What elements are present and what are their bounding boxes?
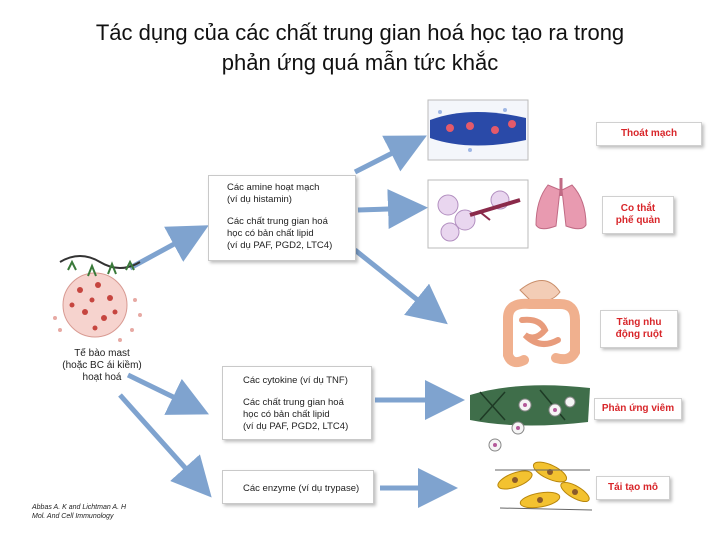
effect-bronchial-line-1: Co thắt bbox=[603, 203, 673, 215]
effect-remodeling-line-1: Tái tạo mô bbox=[597, 482, 669, 494]
citation-line-2: Mol. And Cell Immunology bbox=[32, 512, 126, 521]
intestine-illustration bbox=[508, 280, 575, 362]
effect-vascular-line-1: Thoát mạch bbox=[597, 128, 701, 140]
mediator-box-top: Các amine hoạt mạch (ví dụ histamin) Các… bbox=[208, 175, 356, 261]
effect-label-vascular: Thoát mạch bbox=[596, 122, 702, 146]
mediator-box-bottom-line-1: Các enzyme (ví dụ trypase) bbox=[243, 483, 373, 495]
mediator-box-bottom: Các enzyme (ví dụ trypase) bbox=[222, 470, 374, 504]
mediator-box-middle-line-1: Các cytokine (ví dụ TNF) bbox=[243, 375, 371, 387]
arrow-cell-to-top-box bbox=[130, 230, 200, 268]
mediator-box-top-line-3: Các chất trung gian hoá bbox=[227, 216, 355, 228]
mast-cell-label: Tế bào mast (hoặc BC ái kiềm) hoạt hoá bbox=[46, 348, 158, 384]
effect-intestinal-line-1: Tăng nhu bbox=[601, 317, 677, 329]
mast-cell-label-line-2: (hoặc BC ái kiềm) bbox=[46, 360, 158, 372]
citation-line-1: Abbas A. K and Lichtman A. H bbox=[32, 503, 126, 512]
effect-intestinal-line-2: động ruột bbox=[601, 329, 677, 341]
mediator-box-top-line-1: Các amine hoạt mạch bbox=[227, 182, 355, 194]
effect-inflammation-line-1: Phản ứng viêm bbox=[595, 403, 681, 415]
mediator-box-middle-line-2: Các chất trung gian hoá bbox=[243, 397, 371, 409]
arrow-to-intestinal bbox=[355, 250, 440, 318]
effect-label-bronchial: Co thắt phế quản bbox=[602, 196, 674, 234]
fibroblast-illustration bbox=[495, 458, 592, 510]
mediator-box-top-line-2: (ví dụ histamin) bbox=[227, 194, 355, 206]
mast-cell-label-line-1: Tế bào mast bbox=[46, 348, 158, 360]
citation: Abbas A. K and Lichtman A. H Mol. And Ce… bbox=[32, 503, 126, 521]
mediator-box-middle-line-3: học có bản chất lipid bbox=[243, 409, 371, 421]
arrow-to-bronchial bbox=[358, 208, 418, 210]
tissue-illustration bbox=[470, 385, 590, 451]
effect-label-remodeling: Tái tạo mô bbox=[596, 476, 670, 500]
bronchus-illustration bbox=[428, 178, 586, 248]
mast-cell-label-line-3: hoạt hoá bbox=[46, 372, 158, 384]
effect-bronchial-line-2: phế quản bbox=[603, 215, 673, 227]
mediator-box-top-line-5: (ví dụ PAF, PGD2, LTC4) bbox=[227, 240, 355, 252]
arrow-cell-to-bottom-box bbox=[120, 395, 205, 490]
mediator-box-middle: Các cytokine (ví dụ TNF) Các chất trung … bbox=[222, 366, 372, 440]
vessel-illustration bbox=[428, 100, 528, 160]
arrow-to-vascular bbox=[355, 140, 418, 172]
effect-label-inflammation: Phản ứng viêm bbox=[594, 398, 682, 420]
mast-cell-illustration bbox=[53, 256, 142, 342]
mediator-box-middle-line-4: (ví dụ PAF, PGD2, LTC4) bbox=[243, 421, 371, 433]
effect-label-intestinal: Tăng nhu động ruột bbox=[600, 310, 678, 348]
mediator-box-top-line-4: học có bản chất lipid bbox=[227, 228, 355, 240]
